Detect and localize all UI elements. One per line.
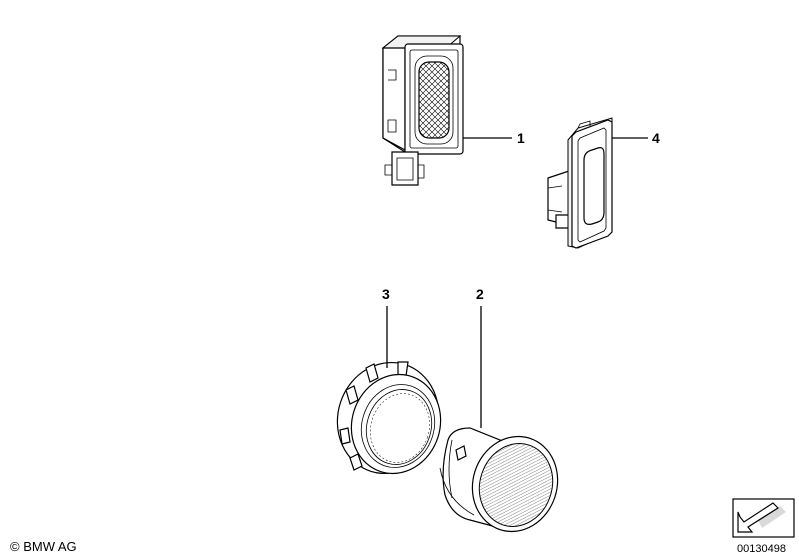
- callout-3: 3: [382, 286, 390, 302]
- leader-lines: [386, 137, 648, 428]
- copyright-text: © BMW AG: [10, 539, 77, 554]
- callout-4: 4: [652, 130, 660, 146]
- part-1-sensor-module: [381, 35, 464, 186]
- diagram-nav-arrow-icon: [732, 498, 795, 538]
- part-2-round-housing: [439, 427, 559, 533]
- callout-2: 2: [476, 286, 484, 302]
- diagram-number: 00130498: [737, 543, 786, 555]
- part-4-switch-cover: [547, 117, 613, 249]
- part-3-threaded-ring: [336, 361, 442, 475]
- callout-1: 1: [517, 130, 525, 146]
